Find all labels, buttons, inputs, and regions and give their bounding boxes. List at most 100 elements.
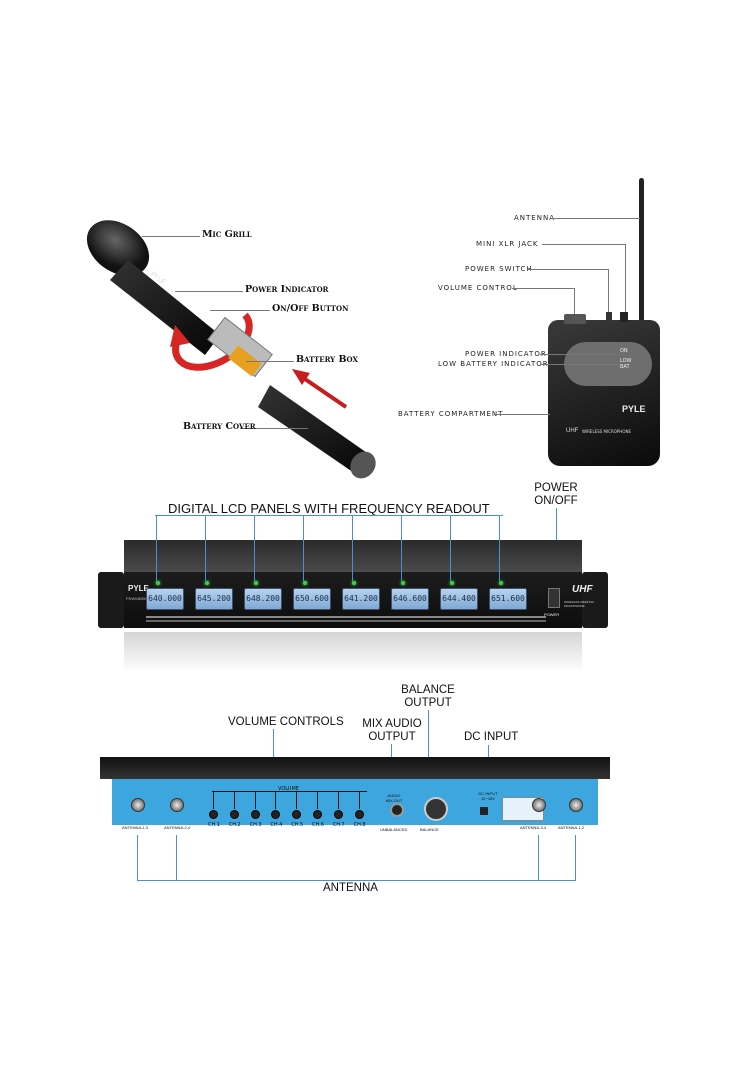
channel-label: CH.1 xyxy=(208,822,220,828)
leader-line xyxy=(528,269,608,270)
antenna-connector[interactable] xyxy=(532,798,546,812)
antenna-label-rear: ANTENNA xyxy=(323,882,378,894)
volume-panel-text: VOLUME xyxy=(278,786,299,792)
lcd-leader xyxy=(205,515,206,581)
volume-leader xyxy=(273,729,274,783)
battery-cover-label: Battery Cover xyxy=(183,421,256,432)
channel-led xyxy=(205,581,209,585)
leader-line xyxy=(512,288,574,289)
leader-line xyxy=(175,291,243,292)
volume-tick xyxy=(213,791,214,809)
volume-tick xyxy=(317,791,318,809)
power-onoff-label: POWER ON/OFF xyxy=(533,482,579,508)
rear-panel: VOLUME AUDIO MIX.OUT UNBALANCED BALANCE … xyxy=(112,779,598,832)
lcd-panel: 646.600 xyxy=(391,588,429,610)
leader-line xyxy=(142,236,200,237)
dc-input-jack[interactable] xyxy=(480,807,488,815)
channel-label: CH.7 xyxy=(332,822,345,828)
volume-tick xyxy=(337,791,339,809)
channel-led xyxy=(303,581,307,585)
channel-led xyxy=(352,581,356,585)
volume-knob[interactable] xyxy=(229,810,239,819)
lcd-panel: 645.200 xyxy=(195,588,233,610)
antenna-label: ANTENNA xyxy=(514,214,555,222)
lcd-panels-title: DIGITAL LCD PANELS WITH FREQUENCY READOU… xyxy=(168,501,490,516)
antenna-4-text: ANTENNA-1,2 xyxy=(558,825,585,830)
face-stripe xyxy=(146,620,546,622)
onoff-button-label: On/Off Button xyxy=(272,303,349,314)
leader-line xyxy=(210,310,270,311)
channel-led xyxy=(254,581,258,585)
leader-line xyxy=(246,361,294,362)
volume-tick xyxy=(358,791,360,809)
power-label-line2: ON/OFF xyxy=(534,495,578,507)
bodypack-antenna xyxy=(639,178,644,326)
mix-out-jack[interactable] xyxy=(390,803,404,817)
mix-audio-output-label: MIX AUDIO OUTPUT xyxy=(362,718,422,744)
lcd-panel: 644.400 xyxy=(440,588,478,610)
dc-input-label: DC INPUT xyxy=(464,731,519,743)
volume-control[interactable] xyxy=(620,312,628,322)
power-label-line1: POWER xyxy=(534,482,578,494)
rack-ear-right xyxy=(582,572,608,628)
channel-label: CH.2 xyxy=(228,822,241,828)
leader-line xyxy=(542,244,625,245)
bodypack-model-sub: WIRELESS MICROPHONE xyxy=(582,429,631,434)
channel-led xyxy=(499,581,503,585)
volume-knob[interactable] xyxy=(271,810,281,819)
balance-label-line1: BALANCE xyxy=(401,684,455,696)
balance-text: BALANCE xyxy=(420,827,439,832)
antenna-3-text: ANTENNA-3,4 xyxy=(520,825,547,830)
antenna-connector[interactable] xyxy=(569,798,583,812)
volume-controls-label: VOLUME CONTROLS xyxy=(228,716,344,728)
bodypack-low-text: LOW xyxy=(620,358,632,364)
volume-tick xyxy=(254,791,256,809)
channel-label: CH.3 xyxy=(249,822,262,828)
mix-label-line1: MIX AUDIO xyxy=(362,718,422,730)
mini-xlr-jack[interactable] xyxy=(564,314,586,324)
face-stripe xyxy=(146,616,546,618)
balance-leader xyxy=(428,710,429,788)
rack-ear-left xyxy=(98,572,124,628)
mic-grill-label: Mic Grill xyxy=(202,229,252,240)
leader-line xyxy=(552,218,640,219)
volume-control-label: VOLUME CONTROL xyxy=(438,284,518,292)
mini-xlr-label: MINI XLR JACK xyxy=(476,240,539,248)
volume-panel-line xyxy=(212,791,367,792)
leader-line xyxy=(574,288,575,314)
xlr-balance-jack[interactable] xyxy=(424,797,448,821)
volume-tick xyxy=(296,791,298,809)
battery-box-label: Battery Box xyxy=(296,354,358,365)
unbalanced-text: UNBALANCED xyxy=(380,827,408,832)
front-brand: PYLE xyxy=(128,584,149,593)
front-uhf: UHF xyxy=(572,584,593,595)
microphone-illustration: PYLE xyxy=(86,220,376,479)
volume-knob[interactable] xyxy=(333,810,343,819)
lcd-leader xyxy=(303,515,304,581)
volume-knob[interactable] xyxy=(209,810,218,819)
leader-line xyxy=(494,414,550,415)
channel-label: CH.8 xyxy=(353,822,366,828)
channel-label: CH.6 xyxy=(312,822,324,828)
antenna-connector[interactable] xyxy=(131,798,145,812)
volume-tick xyxy=(275,791,277,809)
volume-knob[interactable] xyxy=(292,810,302,819)
rear-top xyxy=(100,757,610,779)
volume-knob[interactable] xyxy=(354,810,364,819)
front-model: PDWM8350 xyxy=(126,596,148,601)
power-switch[interactable] xyxy=(548,588,560,608)
antenna-connector[interactable] xyxy=(170,798,184,812)
power-switch[interactable] xyxy=(606,312,612,322)
lcd-panel: 648.200 xyxy=(244,588,282,610)
volume-knob[interactable] xyxy=(250,810,260,819)
channel-led xyxy=(401,581,405,585)
balance-label-line2: OUTPUT xyxy=(404,697,452,709)
front-uhf-sub: WIRELESS MEETING MICROPHONE xyxy=(564,600,595,608)
volume-knob[interactable] xyxy=(313,810,322,819)
bodypack-uhf: UHF xyxy=(566,428,579,434)
antenna-leader xyxy=(137,835,138,880)
channel-led xyxy=(156,581,160,585)
bodypack-bat-text: BAT xyxy=(620,364,630,370)
antenna-leader xyxy=(538,835,539,880)
lcd-bracket-line xyxy=(155,515,503,516)
